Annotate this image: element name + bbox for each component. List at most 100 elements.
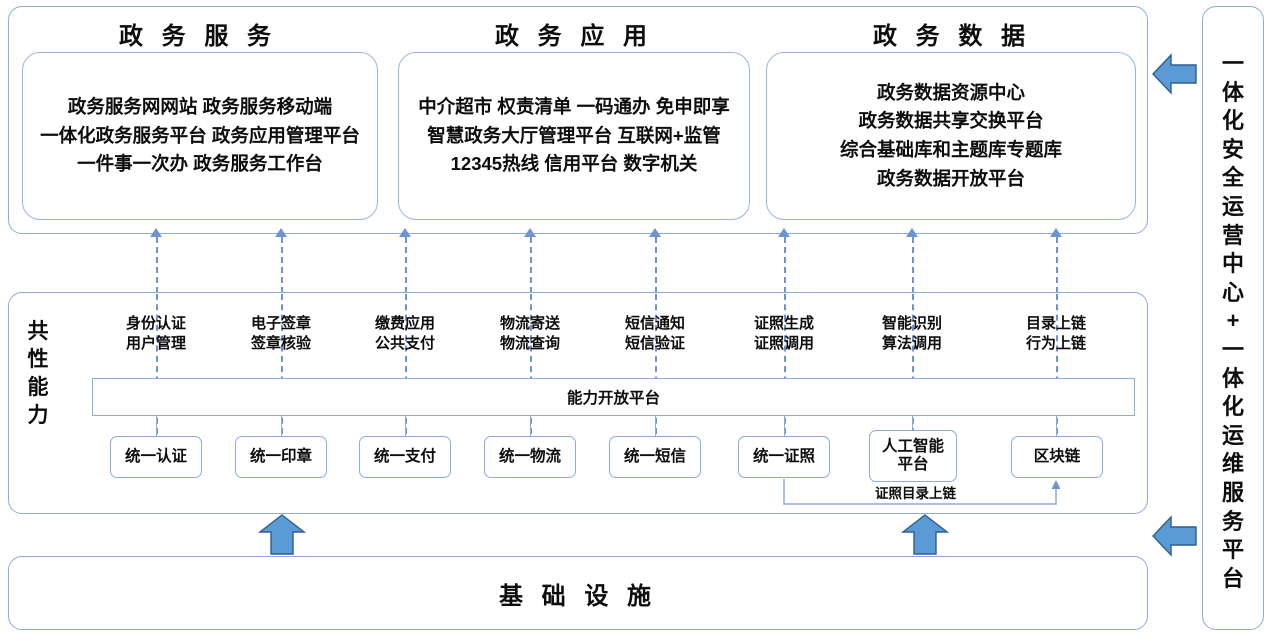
unit-box-label: 平台: [897, 456, 929, 473]
dashed-arrowhead-icon: [399, 228, 411, 237]
capability-label-line: 物流寄送: [499, 315, 560, 332]
vertical-char: 全: [1221, 165, 1244, 191]
dashed-connector: [1056, 237, 1058, 293]
unit-box-unified-seal[interactable]: 统一印章: [235, 436, 327, 478]
vertical-char: 安: [1221, 136, 1244, 162]
connector-stem: [156, 416, 157, 436]
dashed-connector-inner: [530, 294, 532, 434]
dashed-connector-inner: [912, 294, 914, 434]
left-arrow-icon-bottom: [1152, 514, 1198, 558]
capability-label-line: 短信验证: [624, 335, 685, 353]
dashed-arrowhead-icon: [150, 228, 162, 237]
dashed-arrowhead-icon: [906, 228, 918, 237]
dashed-connector-inner: [1056, 294, 1058, 434]
application-item: 12345热线 信用平台 数字机关: [450, 153, 698, 175]
data-item: 政务数据开放平台: [876, 167, 1025, 189]
capability-label-payment: 缴费应用 公共支付: [345, 314, 465, 355]
capability-label-line: 身份认证: [125, 315, 186, 332]
vertical-char: +: [1226, 308, 1240, 334]
column-title-government-application: 政 务 应 用: [494, 23, 653, 50]
vertical-char: 化: [1221, 394, 1244, 420]
unit-box-label: 统一短信: [623, 447, 686, 465]
dashed-connector-inner: [655, 294, 657, 434]
dashed-arrowhead-icon: [778, 228, 790, 237]
capability-label-line: 证照生成: [753, 315, 814, 332]
dashed-connector-inner: [405, 294, 407, 434]
unit-box-ai-platform[interactable]: 人工智能 平台: [869, 430, 957, 482]
capability-label-line: 签章核验: [250, 335, 311, 353]
vertical-char: 维: [1221, 451, 1244, 477]
capability-label-logistics: 物流寄送 物流查询: [470, 314, 590, 355]
connector-stem: [1056, 416, 1057, 436]
dashed-arrowhead-icon: [524, 228, 536, 237]
column-title-government-data: 政 务 数 据: [872, 23, 1031, 50]
capability-label-esignature: 电子签章 签章核验: [221, 314, 341, 355]
vertical-char: 运: [1221, 193, 1244, 219]
capability-label-line: 短信通知: [624, 315, 685, 332]
dashed-arrowhead-icon: [649, 228, 661, 237]
unit-box-label: 统一证照: [752, 447, 815, 465]
data-item: 政务数据共享交换平台: [858, 110, 1044, 132]
certificate-chain-label: 证照目录上链: [872, 482, 959, 502]
unit-box-label: 统一认证: [124, 447, 187, 465]
application-item: 中介超市 权责清单 一码通办 免申即享: [418, 95, 730, 117]
connector-stem: [405, 416, 406, 436]
capability-label-ai: 智能识别 算法调用: [852, 314, 972, 355]
dashed-connector: [156, 237, 158, 293]
common-capability-vertical-label: 共 性 能 力: [14, 318, 62, 431]
dashed-connector-inner: [784, 294, 786, 434]
vertical-char: 力: [27, 404, 49, 428]
up-arrow-icon-left: [258, 514, 306, 556]
vertical-char: 中: [1221, 251, 1244, 277]
dashed-connector: [912, 237, 914, 293]
capability-label-blockchain: 目录上链 行为上链: [996, 314, 1116, 355]
capability-label-line: 缴费应用: [374, 315, 435, 332]
capability-label-certificate: 证照生成 证照调用: [724, 314, 844, 355]
capability-label-line: 用户管理: [125, 335, 186, 353]
unit-box-unified-sms[interactable]: 统一短信: [609, 436, 701, 478]
vertical-char: 服: [1221, 479, 1244, 505]
column-body-government-application: 中介超市 权责清单 一码通办 免申即享 智慧政务大厅管理平台 互联网+监管 12…: [398, 52, 750, 220]
capability-label-sms: 短信通知 短信验证: [595, 314, 715, 355]
connector-stem: [912, 416, 913, 430]
data-item: 政务数据资源中心: [876, 81, 1025, 103]
data-item: 综合基础库和主题库专题库: [839, 139, 1062, 160]
unit-box-unified-payment[interactable]: 统一支付: [359, 436, 451, 478]
capability-label-line: 算法调用: [881, 335, 942, 353]
unit-box-blockchain[interactable]: 区块链: [1011, 436, 1103, 478]
vertical-char: 体: [1221, 365, 1244, 391]
dashed-connector: [655, 237, 657, 293]
infrastructure-label: 基 础 设 施: [498, 582, 657, 610]
vertical-char: 平: [1221, 537, 1244, 563]
vertical-char: 台: [1221, 565, 1244, 591]
column-body-government-data: 政务数据资源中心 政务数据共享交换平台 综合基础库和主题库专题库 政务数据开放平…: [766, 52, 1136, 220]
capability-label-line: 物流查询: [499, 335, 560, 353]
unit-box-label: 人工智能: [881, 437, 944, 455]
left-arrow-icon-top: [1152, 52, 1198, 96]
connector-stem: [784, 416, 785, 436]
unit-box-label: 区块链: [1033, 447, 1081, 465]
column-body-government-service: 政务服务网网站 政务服务移动端 一体化政务服务平台 政务应用管理平台 一件事一次…: [22, 52, 378, 220]
capability-label-line: 智能识别: [881, 315, 942, 332]
unit-box-unified-certificate[interactable]: 统一证照: [738, 436, 830, 478]
application-item: 智慧政务大厅管理平台 互联网+监管: [427, 124, 721, 146]
service-item: 一体化政务服务平台 政务应用管理平台: [40, 124, 360, 146]
dashed-connector: [530, 237, 532, 293]
security-operations-panel: [1202, 6, 1264, 630]
unit-box-label: 统一支付: [373, 447, 436, 465]
capability-label-identity: 身份认证 用户管理: [96, 314, 216, 355]
connector-stem: [530, 416, 531, 436]
dashed-arrowhead-icon: [1050, 228, 1062, 237]
capability-label-line: 电子签章: [250, 315, 311, 332]
capability-label-line: 目录上链: [1025, 315, 1086, 332]
vertical-char: 运: [1221, 422, 1244, 448]
vertical-char: 营: [1221, 222, 1244, 248]
dashed-connector-inner: [281, 294, 283, 434]
connector-stem: [655, 416, 656, 436]
unit-box-unified-authentication[interactable]: 统一认证: [110, 436, 202, 478]
dashed-connector: [405, 237, 407, 293]
vertical-char: 能: [27, 376, 49, 400]
unit-box-unified-logistics[interactable]: 统一物流: [484, 436, 576, 478]
security-operations-panel-label: 一 体 化 安 全 运 营 中 心 + 一 体 化 运 维 服 务 平 台: [1210, 50, 1256, 593]
